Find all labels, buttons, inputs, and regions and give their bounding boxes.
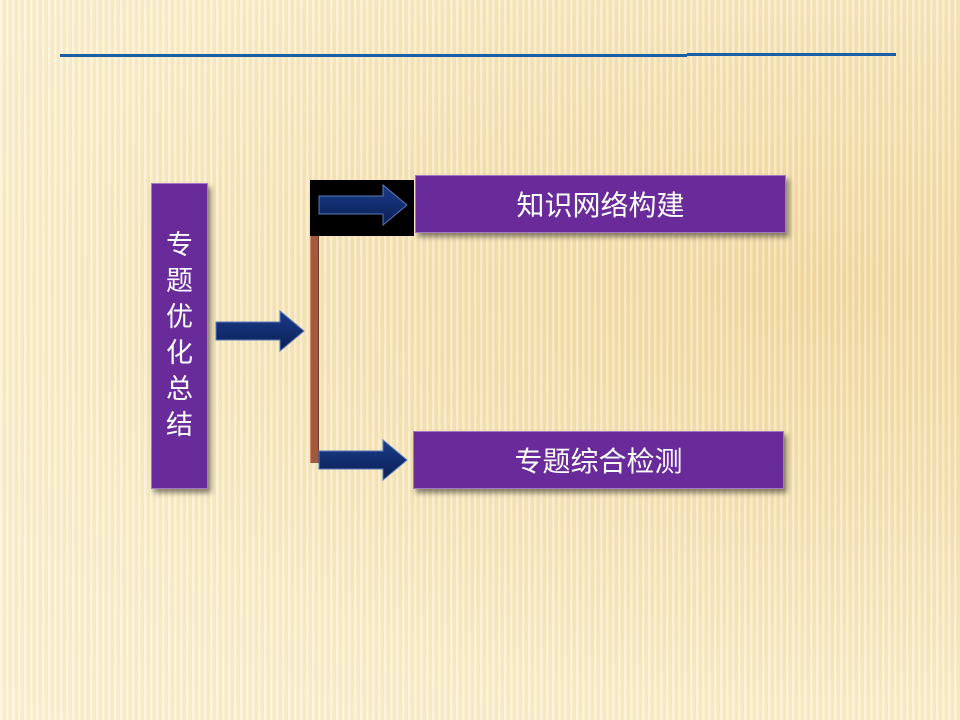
branch-box-knowledge-network[interactable]: 知识网络构建 <box>415 175 786 233</box>
main-topic-box: 专题优化总结 <box>151 183 208 489</box>
top-right-arrow-icon <box>318 183 408 227</box>
branch-label-knowledge-network: 知识网络构建 <box>516 189 685 222</box>
main-topic-label: 专题优化总结 <box>166 230 193 441</box>
connector-bracket <box>310 236 319 463</box>
header-rule-line-right <box>687 53 896 56</box>
bottom-right-arrow-icon <box>318 438 408 482</box>
header-rule-line <box>60 54 687 57</box>
branch-label-comprehensive-test: 专题综合检测 <box>514 445 683 478</box>
branch-box-comprehensive-test[interactable]: 专题综合检测 <box>413 431 784 489</box>
main-right-arrow-icon <box>215 309 305 353</box>
